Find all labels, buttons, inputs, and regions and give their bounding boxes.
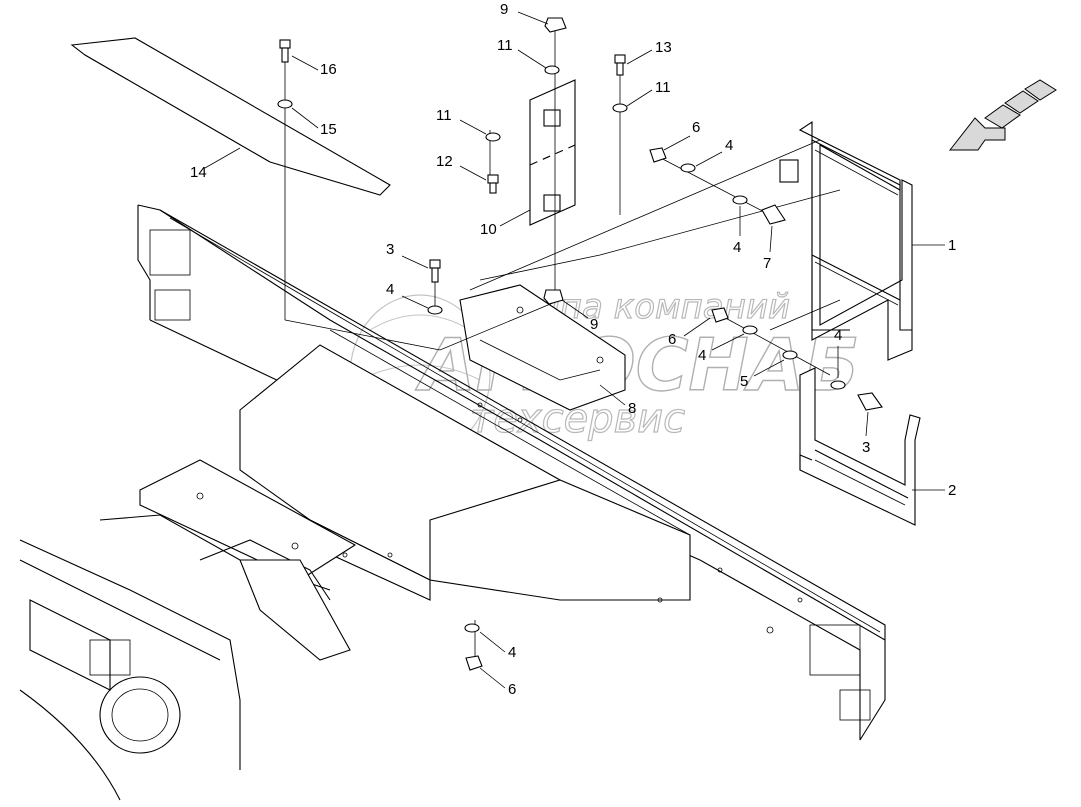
callout-label: 10 — [480, 221, 497, 238]
callout-label: 7 — [763, 255, 771, 272]
part-1-step — [779, 120, 913, 361]
callout-leader — [517, 11, 549, 25]
callout-leader — [517, 49, 547, 69]
leader-lines — [284, 30, 841, 665]
callout-label: 11 — [497, 37, 513, 54]
callout-label: 8 — [628, 400, 636, 417]
part-10-bracket — [529, 79, 576, 226]
callout-leader — [626, 49, 653, 65]
chassis-frame — [19, 204, 886, 801]
callout-label: 5 — [740, 373, 748, 390]
hardware — [277, 17, 883, 671]
callout-leader — [695, 151, 723, 167]
callout-label: 12 — [436, 153, 453, 170]
callout-leader — [663, 135, 691, 151]
callout-label: 9 — [500, 1, 508, 18]
part-14-cover — [70, 37, 391, 196]
callout-label: 6 — [692, 119, 700, 136]
callout-leader — [683, 317, 711, 337]
callout-label: 4 — [725, 137, 733, 154]
callout-leader — [561, 299, 589, 319]
callout-label: 4 — [834, 327, 842, 344]
callout-leader — [626, 89, 653, 107]
callout-leader — [459, 119, 487, 135]
callout-leader — [291, 55, 319, 71]
callout-label: 16 — [320, 61, 337, 78]
callout-label: 9 — [590, 316, 598, 333]
callout-label: 3 — [862, 439, 870, 456]
callout-label: 4 — [386, 281, 394, 298]
callout-leader — [865, 411, 869, 437]
callout-leader — [711, 333, 745, 351]
callout-leader — [769, 225, 773, 253]
callout-label: 6 — [668, 331, 676, 348]
callout-leader — [401, 295, 429, 309]
callout-leader — [479, 667, 506, 689]
callout-label: 6 — [508, 681, 516, 698]
callout-leader — [459, 165, 487, 181]
part-2-step — [799, 367, 921, 526]
direction-arrow-icon — [948, 79, 1057, 151]
callout-label: 15 — [320, 121, 337, 138]
callout-leader — [479, 631, 506, 653]
callout-label: 3 — [386, 241, 394, 258]
callout-label: 11 — [655, 79, 671, 96]
callout-label: 4 — [733, 239, 741, 256]
callout-leader — [401, 255, 429, 269]
callout-label: 1 — [948, 237, 956, 254]
callout-label: 4 — [508, 644, 516, 661]
callout-leader — [204, 147, 241, 169]
callout-leader — [753, 359, 785, 377]
callout-leader — [499, 209, 531, 227]
callout-leader — [599, 384, 626, 406]
part-8-bracket — [459, 284, 626, 411]
callout-label: 4 — [698, 347, 706, 364]
callout-label: 11 — [436, 107, 452, 124]
callout-label: 14 — [190, 164, 207, 181]
callout-leader — [291, 107, 319, 129]
callout-label: 2 — [948, 482, 956, 499]
callout-label: 13 — [655, 39, 672, 56]
